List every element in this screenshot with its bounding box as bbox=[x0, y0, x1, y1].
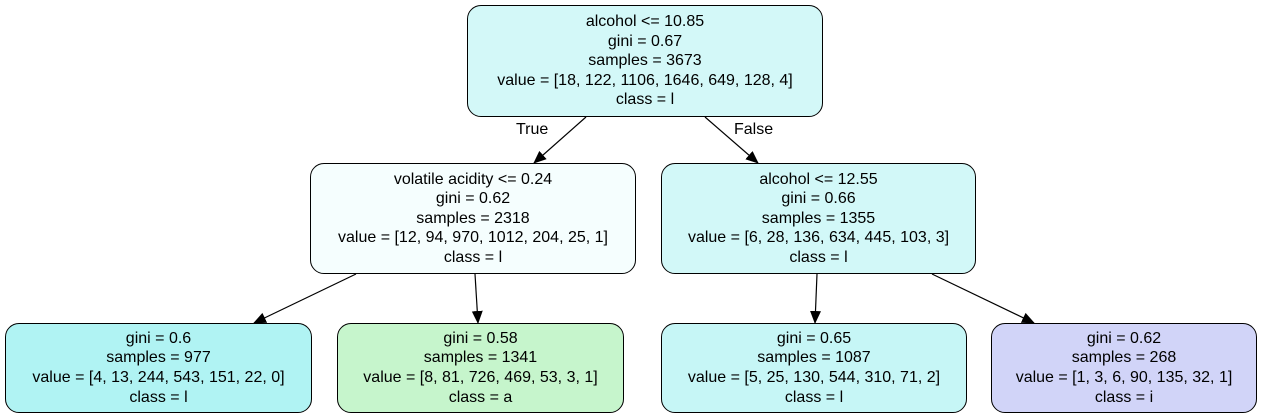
tree-node-root[interactable]: alcohol <= 10.85 gini = 0.67 samples = 3… bbox=[467, 5, 823, 117]
node-value: value = [8, 81, 726, 469, 53, 3, 1] bbox=[363, 369, 598, 386]
edge-root-right bbox=[704, 116, 759, 164]
node-class: class = i bbox=[1094, 388, 1154, 406]
node-condition: alcohol <= 12.55 bbox=[759, 170, 878, 188]
edge-label-true: True bbox=[516, 121, 549, 138]
node-gini: gini = 0.62 bbox=[1086, 329, 1162, 347]
node-gini: gini = 0.62 bbox=[435, 190, 511, 208]
edge-left-leaf-lr bbox=[471, 273, 483, 324]
node-value: value = [12, 94, 970, 1012, 204, 25, 1] bbox=[338, 229, 608, 247]
node-samples: samples = 268 bbox=[1071, 349, 1177, 367]
node-gini: gini = 0.66 bbox=[781, 190, 856, 208]
node-gini: gini = 0.6 bbox=[125, 329, 192, 347]
node-class: class = l bbox=[129, 388, 188, 406]
tree-node-left[interactable]: volatile acidity <= 0.24 gini = 0.62 sam… bbox=[310, 163, 636, 274]
tree-leaf-lr[interactable]: gini = 0.58 samples = 1341 value = [8, 8… bbox=[337, 323, 624, 413]
node-value: value = [4, 13, 244, 543, 151, 22, 0] bbox=[32, 369, 285, 386]
node-value: value = [18, 122, 1106, 1646, 649, 128, … bbox=[497, 71, 793, 89]
tree-node-right[interactable]: alcohol <= 12.55 gini = 0.66 samples = 1… bbox=[661, 163, 976, 274]
node-class: class = l bbox=[784, 388, 844, 406]
tree-leaf-rl[interactable]: gini = 0.65 samples = 1087 value = [5, 2… bbox=[661, 323, 967, 413]
node-gini: gini = 0.65 bbox=[776, 329, 852, 347]
edge-label-false: False bbox=[734, 121, 774, 138]
node-condition: volatile acidity <= 0.24 bbox=[393, 170, 553, 188]
node-class: class = l bbox=[789, 248, 848, 266]
edge-root-left bbox=[533, 116, 587, 164]
node-samples: samples = 1355 bbox=[761, 209, 876, 227]
tree-leaf-ll[interactable]: gini = 0.6 samples = 977 value = [4, 13,… bbox=[5, 323, 312, 413]
node-samples: samples = 3673 bbox=[588, 52, 702, 70]
edge-right-leaf-rl bbox=[809, 273, 821, 324]
node-condition: alcohol <= 10.85 bbox=[585, 13, 705, 31]
node-class: class = l bbox=[443, 248, 503, 266]
node-class: class = l bbox=[615, 91, 675, 109]
node-samples: samples = 1087 bbox=[757, 349, 871, 367]
node-value: value = [6, 28, 136, 634, 445, 103, 3] bbox=[687, 229, 950, 247]
node-samples: samples = 2318 bbox=[416, 209, 530, 227]
node-value: value = [5, 25, 130, 544, 310, 71, 2] bbox=[687, 369, 941, 386]
node-samples: samples = 977 bbox=[106, 349, 211, 367]
edge-left-leaf-ll bbox=[253, 273, 357, 324]
node-samples: samples = 1341 bbox=[423, 349, 538, 367]
edge-right-leaf-rr bbox=[931, 273, 1035, 324]
node-gini: gini = 0.67 bbox=[607, 32, 683, 50]
node-gini: gini = 0.58 bbox=[443, 329, 518, 347]
node-value: value = [1, 3, 6, 90, 135, 32, 1] bbox=[1015, 369, 1233, 386]
node-class: class = a bbox=[448, 388, 513, 406]
tree-leaf-rr[interactable]: gini = 0.62 samples = 268 value = [1, 3,… bbox=[991, 323, 1257, 413]
